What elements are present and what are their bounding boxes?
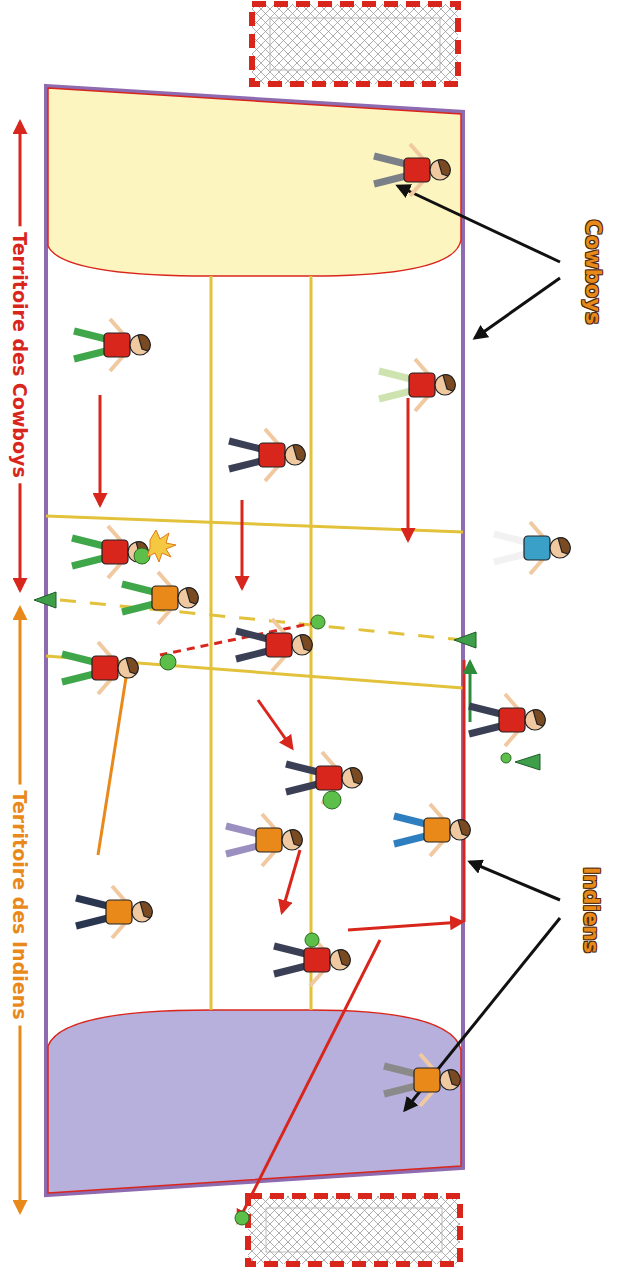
court-lines bbox=[46, 276, 463, 1010]
impact-spark bbox=[147, 530, 176, 562]
player-figure bbox=[494, 522, 570, 574]
goal-top bbox=[252, 4, 458, 84]
player-figure bbox=[394, 804, 470, 856]
player-figure bbox=[229, 429, 305, 481]
label-arrows bbox=[20, 122, 560, 1212]
team-label: Cowboys bbox=[580, 220, 603, 325]
player-figure bbox=[374, 144, 450, 196]
player-figure bbox=[76, 886, 152, 938]
player-figure bbox=[122, 572, 198, 624]
players bbox=[62, 144, 570, 1106]
team-label: Indiens bbox=[578, 867, 601, 954]
player-figure bbox=[384, 1054, 460, 1106]
goal-area-cowboys bbox=[48, 88, 461, 276]
player-figure bbox=[62, 642, 138, 694]
court-border bbox=[46, 86, 463, 1195]
territory-label: Territoire des Indiens bbox=[10, 785, 31, 1026]
territory-label: Territoire des Cowboys bbox=[10, 226, 31, 483]
player-figure bbox=[469, 694, 545, 746]
player-figure bbox=[236, 619, 312, 671]
goal-area-indiens bbox=[48, 1010, 461, 1193]
player-figure bbox=[226, 814, 302, 866]
balls bbox=[134, 548, 511, 1225]
player-figure bbox=[379, 359, 455, 411]
player-figure bbox=[274, 934, 350, 986]
goal-bottom bbox=[248, 1196, 460, 1264]
player-figure bbox=[74, 319, 150, 371]
